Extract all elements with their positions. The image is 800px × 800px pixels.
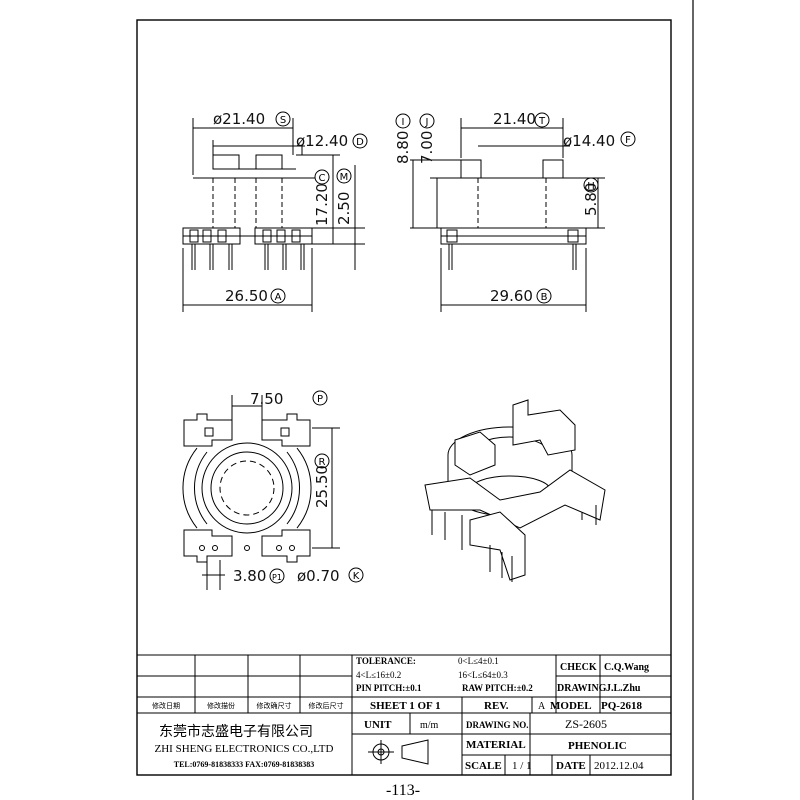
dim-circle-t [534,112,550,128]
dim-circle-r-label: R [319,457,326,468]
dim-side-h-j: 7.00 [418,131,436,164]
tolerance-2: 4<L≤16±0.2 [356,670,401,680]
dim-circle-h [583,177,599,193]
tolerance-1: 0<L≤4±0.1 [458,656,499,666]
company-cn: 东莞市志盛电子有限公司 [159,723,313,740]
drawing-no-label: DRAWING NO. [466,720,529,730]
dim-circle-a [270,288,286,304]
dim-front-phi-s: ø21.40 [213,110,265,128]
tolerance-label: TOLERANCE: [356,656,416,666]
material-value: PHENOLIC [568,740,627,752]
dim-circle-c [314,169,330,185]
dim-front-phi-d: ø12.40 [296,132,348,150]
rev-label-desc: 修改描份 [207,701,235,710]
dim-circle-f-label: F [625,135,631,146]
rev-label-before: 修改确尺寸 [257,701,292,710]
pin-pitch: PIN PITCH:±0.1 [356,683,422,693]
dim-circle-m [336,168,352,184]
dim-circle-b-label: B [541,292,548,303]
dim-circle-p [312,390,328,406]
dim-circle-t-label: T [538,116,546,127]
dim-front-h-c: 17.20 [313,183,331,226]
dim-circle-k [348,567,364,583]
dim-circle-j-label: J [425,117,429,128]
dim-circle-d-label: D [356,137,364,148]
dim-bottom-p: 7.50 [250,390,283,408]
dim-circle-p1 [269,568,285,584]
raw-pitch: RAW PITCH:±0.2 [462,683,533,693]
drawing-label: DRAWING [557,683,607,694]
dim-side-w-b: 29.60 [490,287,533,305]
dim-circle-m-label: M [340,172,349,183]
dim-circle-j [419,113,435,129]
dim-circle-s-label: S [280,115,286,126]
sheet-label: SHEET 1 OF 1 [370,700,441,712]
bottom-view [182,395,340,590]
dim-circle-h-label: H [587,181,595,192]
isometric-view [424,399,606,582]
check-label: CHECK [560,662,597,673]
model-label: MODEL [550,700,592,712]
material-label: MATERIAL [466,739,526,751]
dim-circle-s [275,111,291,127]
page-number: -113- [386,782,420,799]
rev-value: A [538,701,546,712]
dim-circle-f [620,131,636,147]
rev-label: REV. [484,700,509,712]
rev-label-date: 修改日期 [152,701,180,710]
unit-label: UNIT [364,719,392,731]
date-label: DATE [556,760,586,772]
model-value: PQ-2618 [601,700,642,712]
dim-circle-i-label: I [402,117,405,128]
dim-circle-c-label: C [319,173,326,184]
dim-circle-p-label: P [317,394,323,405]
dim-bottom-pin: ø0.70 [297,567,340,585]
dim-circle-b [536,288,552,304]
dim-side-w-t: 21.40 [493,110,536,128]
dim-front-h-m: 2.50 [335,192,353,225]
dim-circle-r [314,453,330,469]
drawing-value: J.L.Zhu [606,683,641,694]
tolerance-3: 16<L≤64±0.3 [458,670,508,680]
front-view [182,118,365,312]
rev-label-after: 修改后尺寸 [309,701,344,710]
company-contact: TEL:0769-81838333 FAX:0769-81838383 [174,760,315,769]
dim-front-w-a: 26.50 [225,287,268,305]
dim-circle-i [395,113,411,129]
scale-label: SCALE [465,760,502,772]
dim-circle-p1-label: P1 [272,573,282,582]
date-value: 2012.12.04 [594,760,644,772]
dim-bottom-pitch: 3.80 [233,567,266,585]
unit-value: m/m [420,720,439,731]
dim-bottom-r: 25.50 [313,465,331,508]
dim-circle-d [352,133,368,149]
title-block [136,654,672,776]
company-en: ZHI SHENG ELECTRONICS CO.,LTD [155,743,334,755]
dim-circle-a-label: A [275,292,282,303]
dim-circle-k-label: K [353,571,360,582]
drawing-no-value: ZS-2605 [565,717,607,731]
scale-value: 1 / 1 [512,760,532,772]
dim-side-phi-f: ø14.40 [563,132,615,150]
check-value: C.Q.Wang [604,662,649,673]
dim-side-h-i: 8.80 [394,131,412,164]
